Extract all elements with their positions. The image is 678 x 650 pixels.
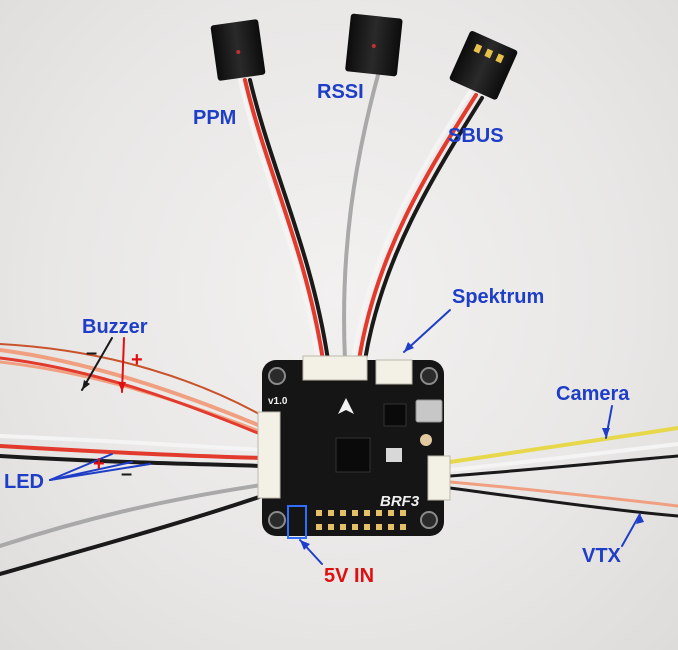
buzzer-label: Buzzer [82, 316, 148, 338]
led-minus-label: – [121, 463, 133, 485]
ppm-plug [210, 19, 266, 81]
board-version-text: v1.0 [268, 396, 288, 407]
rssi-label: RSSI [317, 81, 364, 103]
buzzer-minus-label: – [86, 342, 98, 364]
receiver-cables [238, 73, 484, 362]
camera-label: Camera [556, 383, 630, 405]
led-wires [0, 434, 270, 576]
vtx-label: VTX [582, 545, 621, 567]
camera-vtx-wires [448, 426, 678, 518]
five-v-in-label: 5V IN [324, 565, 375, 587]
annotation-arrows [49, 309, 644, 565]
flight-controller-board [257, 355, 451, 539]
ppm-label: PPM [193, 107, 237, 129]
buzzer-plus-label: + [131, 349, 143, 371]
led-plus-label: + [93, 453, 105, 475]
led-label: LED [4, 471, 44, 493]
rssi-plug [345, 13, 403, 77]
spektrum-label: Spektrum [452, 286, 545, 308]
board-name-text: BRF3 [380, 493, 420, 510]
sbus-label: SBUS [448, 125, 504, 147]
buzzer-wires [0, 343, 277, 442]
sbus-plug [449, 31, 518, 100]
